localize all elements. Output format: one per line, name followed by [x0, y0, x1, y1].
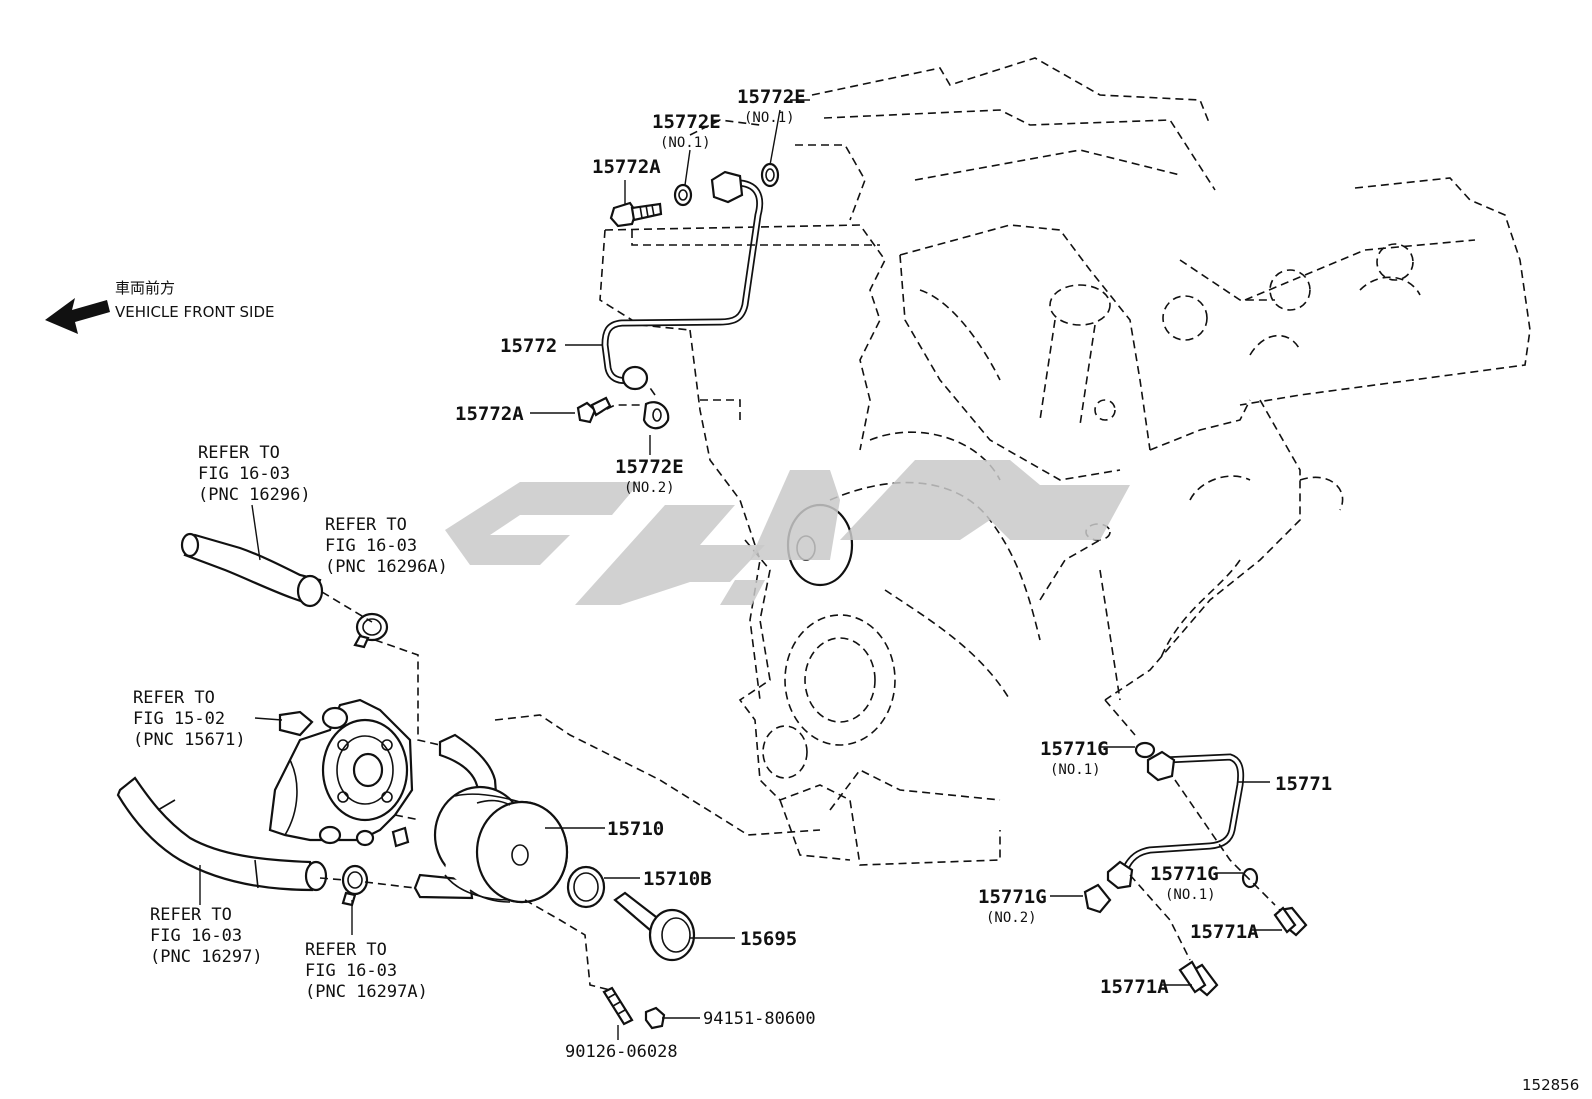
ref-15671-line3: (PNC 15671) [133, 730, 246, 750]
ref-16296-line3: (PNC 16296) [198, 485, 311, 505]
nut-94151 [644, 1006, 666, 1030]
label-15771G-mid: 15771G [1150, 863, 1219, 885]
label-15771A-low: 15771A [1100, 976, 1169, 998]
stud-90126 [602, 986, 634, 1026]
label-90126-06028: 90126-06028 [565, 1042, 678, 1062]
ref-16297-line2: FIG 16-03 [150, 926, 242, 946]
clamp-16297A [341, 864, 369, 907]
arrow-left-icon [45, 298, 110, 334]
label-15772: 15772 [500, 335, 557, 357]
label-15710B: 15710B [643, 868, 712, 890]
leader-lines [199, 99, 1282, 1040]
note-15771G-top: (NO.1) [1050, 762, 1101, 778]
label-15772E-low: 15772E [615, 456, 684, 478]
filter-housing [268, 698, 414, 848]
label-15771: 15771 [1275, 773, 1332, 795]
ref-16297A-line1: REFER TO [305, 940, 387, 960]
label-15771A-top: 15771A [1190, 921, 1259, 943]
hose-16297 [116, 776, 328, 892]
label-15771G-top: 15771G [1040, 738, 1109, 760]
label-15772A-top: 15772A [592, 156, 661, 178]
diagram-number: 152856 [1522, 1076, 1579, 1094]
label-15772E-mid: 15772E [652, 111, 721, 133]
ref-16297A-line3: (PNC 16297A) [305, 982, 428, 1002]
ref-16297-line1: REFER TO [150, 905, 232, 925]
note-15772E-top: (NO.1) [744, 110, 795, 126]
ref-16297-line3: (PNC 16297) [150, 947, 263, 967]
note-15771G-low: (NO.2) [986, 910, 1037, 926]
note-15772E-low: (NO.2) [624, 480, 675, 496]
label-15772A-low: 15772A [455, 403, 524, 425]
ref-15671-line1: REFER TO [133, 688, 215, 708]
ref-16296A-line3: (PNC 16296A) [325, 557, 448, 577]
pipe-15772-assembly [576, 119, 880, 430]
pipe-15771-assembly [1083, 699, 1308, 997]
label-15710: 15710 [607, 818, 664, 840]
label-15695: 15695 [740, 928, 797, 950]
watermark-logo [445, 460, 1130, 605]
bolt-15695 [613, 891, 696, 962]
hose-16296 [180, 532, 324, 608]
direction-english: VEHICLE FRONT SIDE [115, 303, 275, 321]
vehicle-front-arrow [45, 298, 110, 334]
ref-15671-line2: FIG 15-02 [133, 709, 225, 729]
label-15771G-low: 15771G [978, 886, 1047, 908]
label-15772E-top: 15772E [737, 86, 806, 108]
ref-16297A-line2: FIG 16-03 [305, 961, 397, 981]
gasket-15710B [566, 865, 606, 909]
label-94151-80600: 94151-80600 [703, 1009, 816, 1029]
ref-16296-line2: FIG 16-03 [198, 464, 290, 484]
oil-cooler-15710 [413, 733, 569, 904]
direction-japanese: 車両前方 [115, 279, 175, 297]
note-15771G-mid: (NO.1) [1165, 887, 1216, 903]
ref-16296-line1: REFER TO [198, 443, 280, 463]
ref-16296A-line1: REFER TO [325, 515, 407, 535]
ref-16296A-line2: FIG 16-03 [325, 536, 417, 556]
clamp-16296A [353, 612, 389, 649]
note-15772E-mid: (NO.1) [660, 135, 711, 151]
